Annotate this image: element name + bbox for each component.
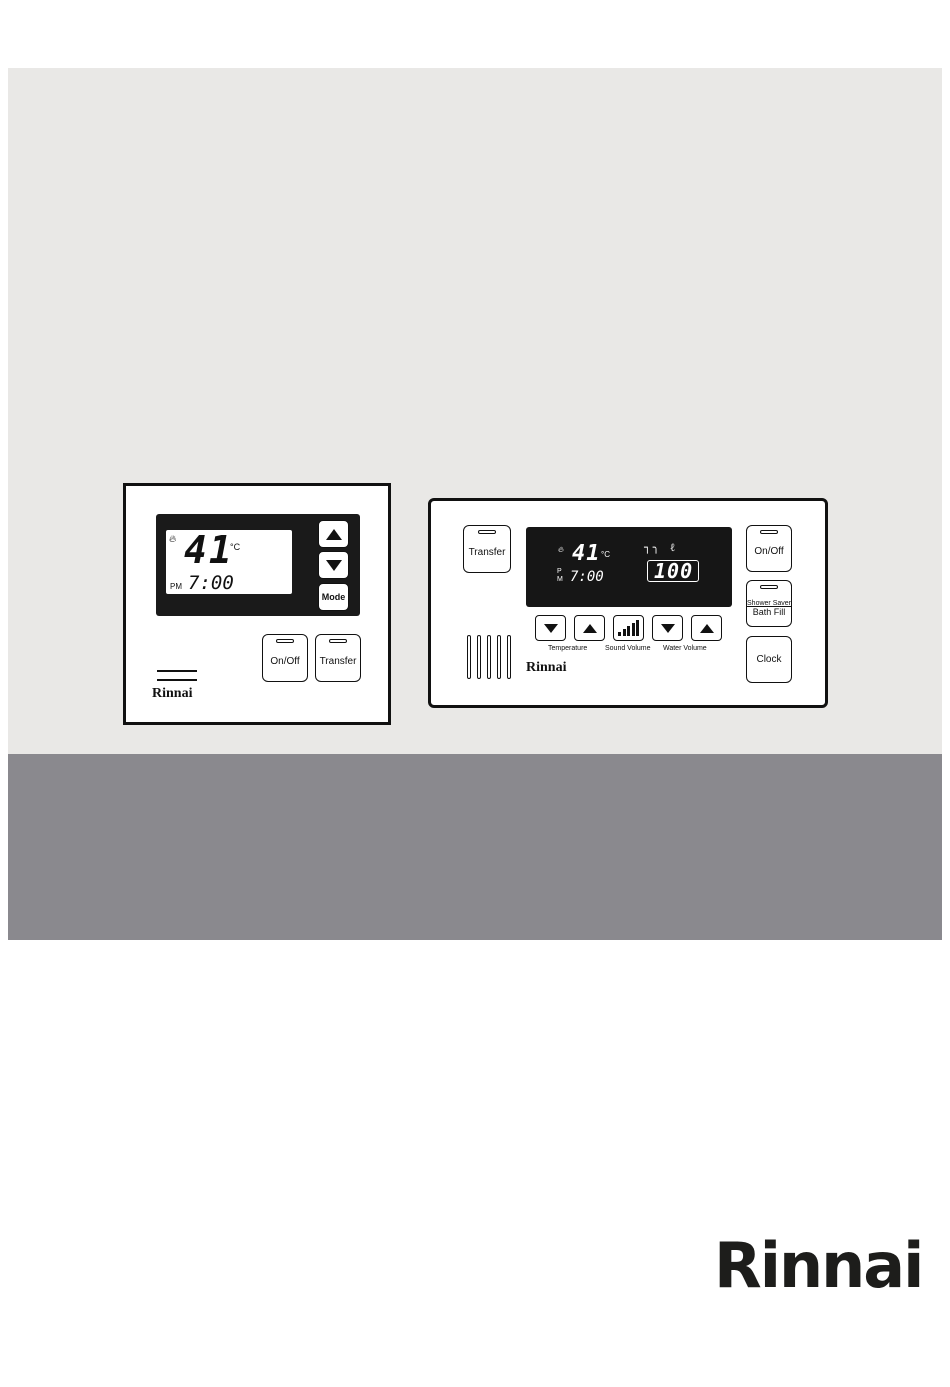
controller-logo: Rinnai bbox=[526, 660, 566, 676]
temperature-up-button[interactable] bbox=[318, 520, 349, 548]
on-off-button[interactable]: On/Off bbox=[746, 525, 792, 572]
on-off-label: On/Off bbox=[754, 546, 783, 557]
logo-mark bbox=[157, 670, 197, 681]
mode-label: Mode bbox=[322, 592, 346, 602]
display-panel: 🔥︎ 41 °C PM 7:00 Mode bbox=[156, 514, 360, 616]
temperature-readout: 41 bbox=[184, 528, 234, 572]
up-arrow-icon bbox=[326, 529, 342, 540]
controller-logo: Rinnai bbox=[152, 686, 192, 702]
clock-button[interactable]: Clock bbox=[746, 636, 792, 683]
time-readout: 7:00 bbox=[188, 572, 234, 594]
period-bottom: M bbox=[557, 576, 563, 583]
temperature-unit: °C bbox=[601, 550, 610, 559]
up-arrow-icon bbox=[583, 624, 597, 633]
water-volume-caption: Water Volume bbox=[663, 645, 707, 652]
water-volume-down-button[interactable] bbox=[652, 615, 683, 641]
brand-logo: Rinnai bbox=[714, 1229, 922, 1302]
down-arrow-icon bbox=[661, 624, 675, 633]
shower-saver-label: Shower Saver bbox=[747, 600, 791, 607]
sound-volume-icon bbox=[618, 620, 639, 636]
water-volume-up-button[interactable] bbox=[691, 615, 722, 641]
sound-volume-caption: Sound Volume bbox=[605, 645, 651, 652]
indicator-light bbox=[478, 530, 496, 534]
temperature-caption: Temperature bbox=[548, 645, 587, 652]
temperature-readout: 41 bbox=[572, 541, 601, 566]
cover-dark-band bbox=[8, 754, 942, 940]
temperature-down-button[interactable] bbox=[535, 615, 566, 641]
flame-icon: 🔥︎ bbox=[169, 534, 176, 545]
clock-label: Clock bbox=[756, 654, 781, 665]
period-top: P bbox=[557, 568, 562, 575]
on-off-label: On/Off bbox=[270, 656, 299, 667]
controller-square: 🔥︎ 41 °C PM 7:00 Mode On/Off Transfer Ri… bbox=[123, 483, 391, 725]
bath-fill-button[interactable]: Shower Saver Bath Fill bbox=[746, 580, 792, 627]
indicator-light bbox=[760, 530, 778, 534]
transfer-button[interactable]: Transfer bbox=[315, 634, 361, 682]
on-off-button[interactable]: On/Off bbox=[262, 634, 308, 682]
indicator-light bbox=[329, 639, 347, 643]
sound-volume-button[interactable] bbox=[613, 615, 644, 641]
flame-icon: 🔥︎ bbox=[558, 545, 564, 555]
transfer-label: Transfer bbox=[320, 656, 357, 667]
time-readout: 7:00 bbox=[570, 569, 604, 585]
down-arrow-icon bbox=[544, 624, 558, 633]
temperature-unit: °C bbox=[230, 542, 240, 552]
bath-fill-label: Bath Fill bbox=[753, 607, 786, 617]
indicator-light bbox=[276, 639, 294, 643]
temperature-up-button[interactable] bbox=[574, 615, 605, 641]
transfer-button[interactable]: Transfer bbox=[463, 525, 511, 573]
speaker-grille bbox=[467, 635, 511, 679]
indicator-light bbox=[760, 585, 778, 589]
mode-button[interactable]: Mode bbox=[318, 583, 349, 611]
tap-shower-icon: ┐╮ ℓ bbox=[644, 541, 677, 554]
time-period: PM bbox=[170, 582, 182, 591]
lcd-display: 🔥︎ 41 °C PM 7:00 bbox=[166, 530, 292, 594]
volume-readout: 100 bbox=[654, 559, 693, 583]
down-arrow-icon bbox=[326, 560, 342, 571]
temperature-down-button[interactable] bbox=[318, 551, 349, 579]
up-arrow-icon bbox=[700, 624, 714, 633]
transfer-label: Transfer bbox=[469, 547, 506, 558]
